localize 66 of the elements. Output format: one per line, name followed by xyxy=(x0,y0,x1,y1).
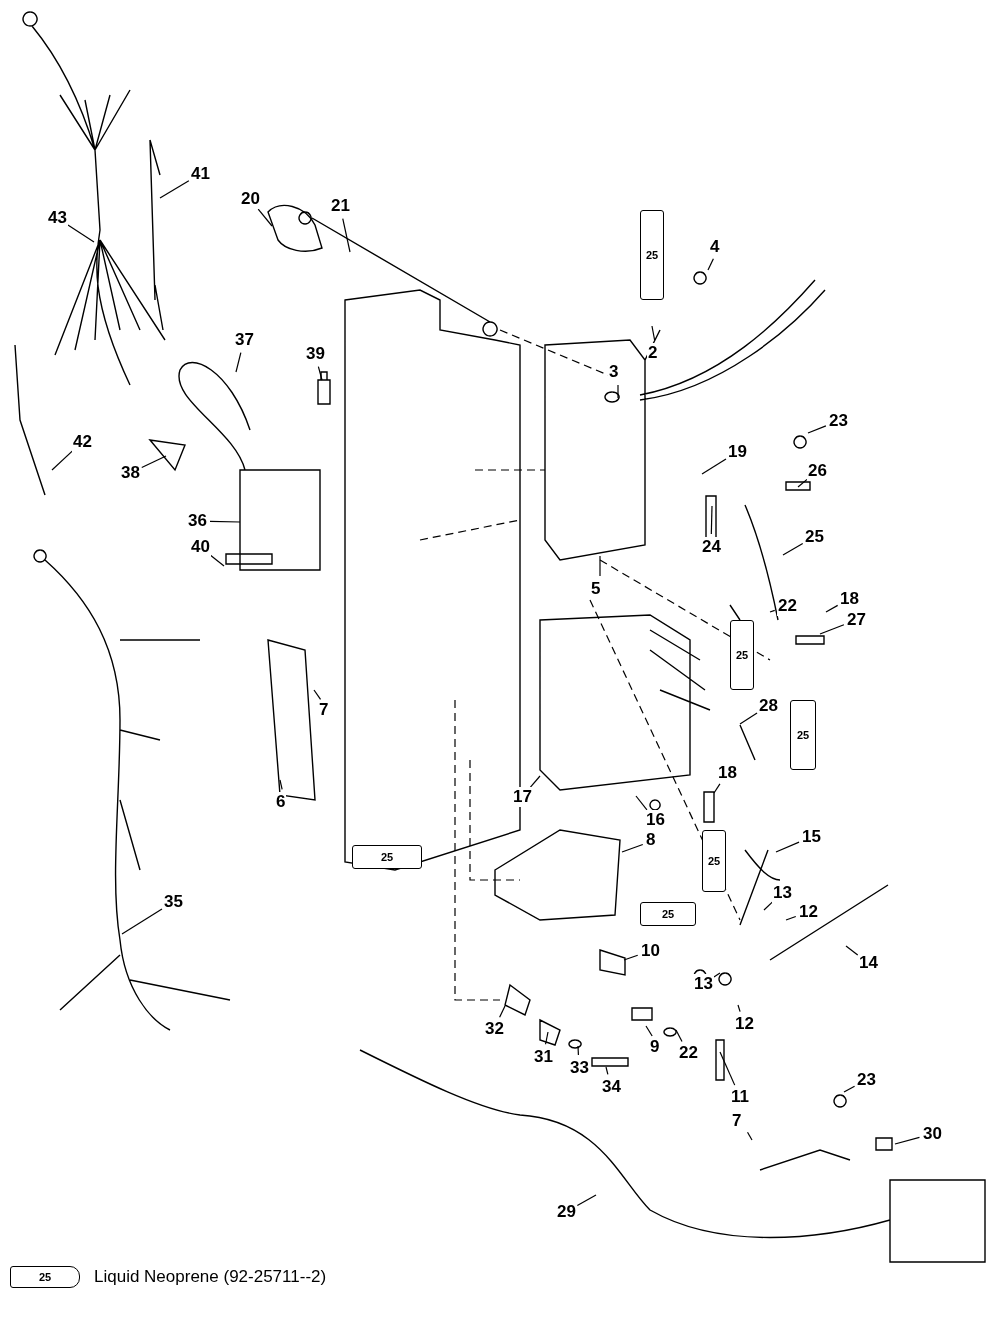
leader-line xyxy=(635,795,648,811)
leader-line xyxy=(576,1194,597,1207)
leader-line xyxy=(807,425,827,434)
callout-number: 43 xyxy=(47,208,68,228)
leader-line xyxy=(819,624,845,635)
leader-line xyxy=(209,520,241,523)
callout-number: 26 xyxy=(807,461,828,481)
leader-line xyxy=(675,1029,683,1043)
leader-line xyxy=(279,779,283,790)
legend-text: Liquid Neoprene (92-25711--2) xyxy=(94,1267,327,1287)
leader-line xyxy=(739,712,758,725)
leader-line xyxy=(775,841,800,853)
leader-line xyxy=(894,1136,921,1145)
leader-line xyxy=(313,689,322,700)
callout-number: 17 xyxy=(512,787,533,807)
sealant-tube: 25 xyxy=(730,620,754,690)
sealant-tube: 25 xyxy=(640,902,696,926)
leader-line xyxy=(529,775,541,788)
leader-line xyxy=(235,352,242,373)
leader-line xyxy=(51,450,74,471)
callout-number: 22 xyxy=(777,596,798,616)
leader-line xyxy=(782,542,804,556)
leader-line xyxy=(257,208,273,227)
leader-line xyxy=(746,1131,753,1141)
leader-line xyxy=(797,478,808,488)
leader-line xyxy=(651,325,656,341)
leader-line xyxy=(209,554,225,567)
leader-line xyxy=(67,224,95,243)
leader-line xyxy=(843,1085,856,1093)
leader-line xyxy=(763,901,774,911)
leader-line xyxy=(701,458,727,475)
callout-number: 42 xyxy=(72,432,93,452)
leader-line xyxy=(499,1005,506,1018)
leader-line xyxy=(713,783,721,794)
leader-line xyxy=(617,384,619,399)
leader-line xyxy=(121,908,163,935)
callout-number: 24 xyxy=(701,537,722,557)
leader-line xyxy=(845,945,859,956)
leader-line xyxy=(623,954,639,961)
leader-line xyxy=(342,218,351,253)
sealant-tube: 25 xyxy=(702,830,726,892)
leader-line xyxy=(141,455,167,469)
leader-line xyxy=(825,604,839,613)
sealant-tube: 25 xyxy=(640,210,664,300)
leader-line xyxy=(785,915,797,921)
leader-line xyxy=(599,555,601,577)
leader-line xyxy=(605,1066,609,1075)
leader-line xyxy=(707,258,714,271)
sealant-tube-icon: 25 xyxy=(10,1266,80,1288)
callout-number: 40 xyxy=(190,537,211,557)
leader-line xyxy=(645,1025,653,1037)
leader-line xyxy=(159,180,190,199)
leader-line xyxy=(317,365,323,381)
sealant-tube: 25 xyxy=(352,845,422,869)
leader-line xyxy=(769,609,776,613)
leader-line xyxy=(719,1051,736,1086)
callout-number: 3 xyxy=(608,362,620,382)
callout-number: 20 xyxy=(240,189,261,209)
leader-line xyxy=(710,505,713,535)
callout-number: 13 xyxy=(772,883,793,903)
sealant-tube: 25 xyxy=(790,700,816,770)
leader-line xyxy=(713,972,721,978)
leader-line xyxy=(577,1045,579,1056)
leader-line xyxy=(621,843,644,853)
leader-line xyxy=(737,1004,741,1013)
leader-line xyxy=(544,1031,549,1045)
